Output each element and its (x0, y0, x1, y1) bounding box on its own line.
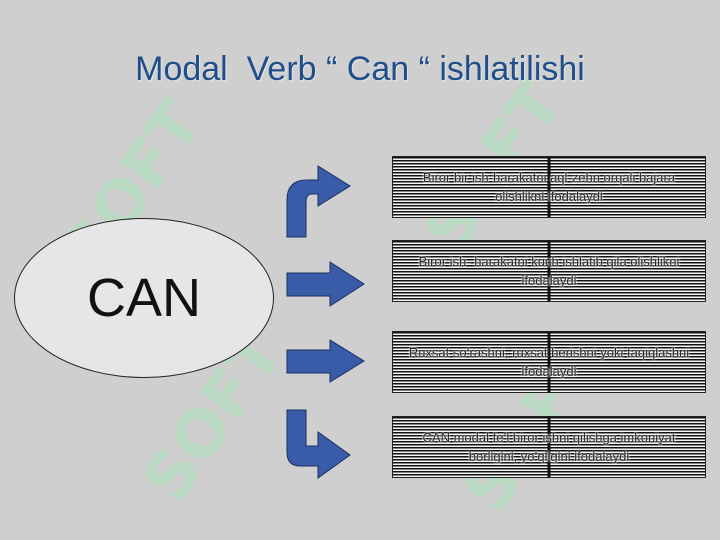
meaning-text: Ruxsat so’rashni, ruxsat berishni yoki t… (408, 345, 690, 379)
meaning-text: Biror bir ish-harakatni aql-zehn orqali … (422, 170, 676, 204)
meaning-text: CAN modal fe’l biror ishni qilishga imko… (422, 430, 676, 464)
meaning-box: Ruxsat so’rashni, ruxsat berishni yoki t… (392, 331, 706, 393)
center-label: CAN (86, 268, 201, 328)
right-arrow (286, 261, 365, 307)
meaning-box: Biror bir ish-harakatni aql-zehn orqali … (392, 156, 706, 218)
meaning-box: CAN modal fe’l biror ishni qilishga imko… (392, 416, 706, 478)
bent-down-right-arrow (286, 409, 351, 479)
bent-up-right-arrow (286, 165, 351, 238)
meaning-text: Biror ish- harakatni kuch ishlatib qila … (418, 254, 680, 288)
right-arrow (286, 339, 365, 383)
meaning-box: Biror ish- harakatni kuch ishlatib qila … (392, 240, 706, 302)
can-ellipse: CAN (14, 218, 274, 378)
slide-title: Modal Verb “ Can “ ishlatilishi (135, 50, 585, 88)
